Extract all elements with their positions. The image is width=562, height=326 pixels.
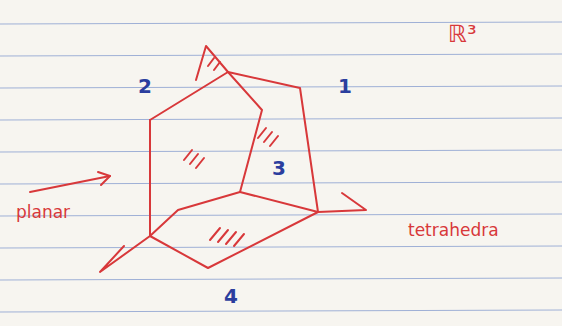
region-number: 4 xyxy=(224,286,238,306)
region-number: 2 xyxy=(138,76,152,96)
foam-drawing xyxy=(30,46,366,272)
note-label: planar xyxy=(16,204,70,221)
region-number: 1 xyxy=(338,76,352,96)
region-number: 3 xyxy=(272,158,286,178)
note-label: tetrahedra xyxy=(408,222,499,239)
space-label: ℝ³ xyxy=(448,22,477,46)
ruled-lines xyxy=(0,22,562,312)
